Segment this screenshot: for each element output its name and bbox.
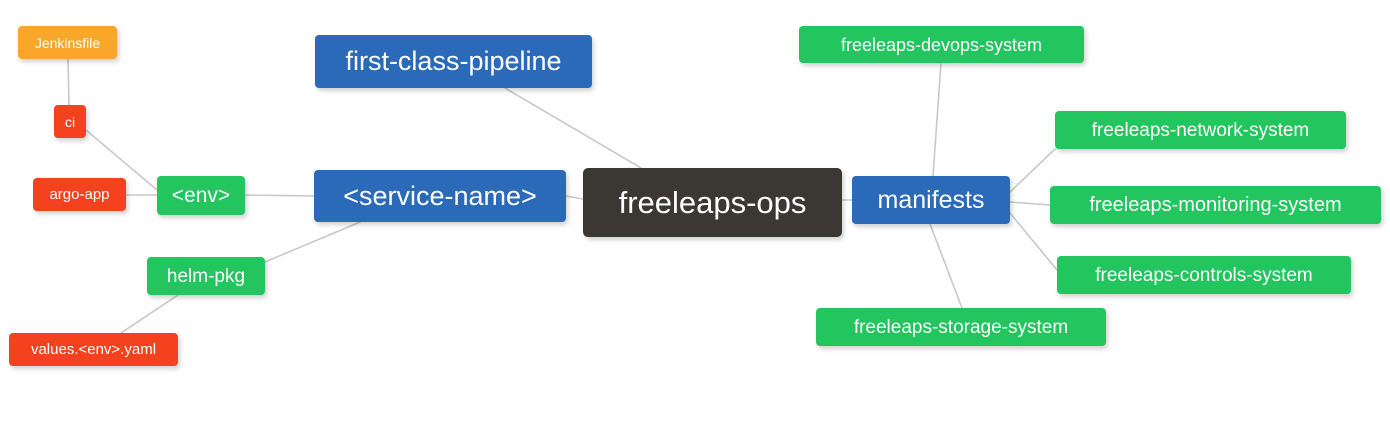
node-freeleaps-monitoring-system[interactable]: freeleaps-monitoring-system <box>1050 186 1381 224</box>
edge-env-to-service-name <box>244 194 315 197</box>
node-freeleaps-devops-system[interactable]: freeleaps-devops-system <box>799 26 1084 63</box>
node-freeleaps-network-system[interactable]: freeleaps-network-system <box>1055 111 1346 149</box>
node-first-class-pipeline[interactable]: first-class-pipeline <box>315 35 592 88</box>
edge-manifests-to-freeleaps-storage-system <box>929 223 963 309</box>
node-argo-app[interactable]: argo-app <box>33 178 126 211</box>
node-service-name[interactable]: <service-name> <box>314 170 566 222</box>
edge-values-yaml-to-helm-pkg <box>120 294 179 334</box>
node-manifests[interactable]: manifests <box>852 176 1010 224</box>
edge-service-name-to-freeleaps-ops <box>565 195 584 200</box>
node-env[interactable]: <env> <box>157 176 245 215</box>
node-freeleaps-controls-system[interactable]: freeleaps-controls-system <box>1057 256 1351 294</box>
edge-first-class-pipeline-to-freeleaps-ops <box>504 87 642 169</box>
edge-manifests-to-freeleaps-monitoring-system <box>1009 201 1051 206</box>
node-jenkinsfile[interactable]: Jenkinsfile <box>18 26 117 59</box>
node-helm-pkg[interactable]: helm-pkg <box>147 257 265 295</box>
edge-manifests-to-freeleaps-devops-system <box>932 62 942 177</box>
edge-jenkinsfile-to-ci <box>67 58 70 106</box>
edge-manifests-to-freeleaps-network-system <box>1009 148 1056 193</box>
edge-helm-pkg-to-service-name <box>264 221 361 263</box>
node-freeleaps-storage-system[interactable]: freeleaps-storage-system <box>816 308 1106 346</box>
node-freeleaps-ops[interactable]: freeleaps-ops <box>583 168 842 237</box>
node-values-yaml[interactable]: values.<env>.yaml <box>9 333 178 366</box>
node-ci[interactable]: ci <box>54 105 86 138</box>
